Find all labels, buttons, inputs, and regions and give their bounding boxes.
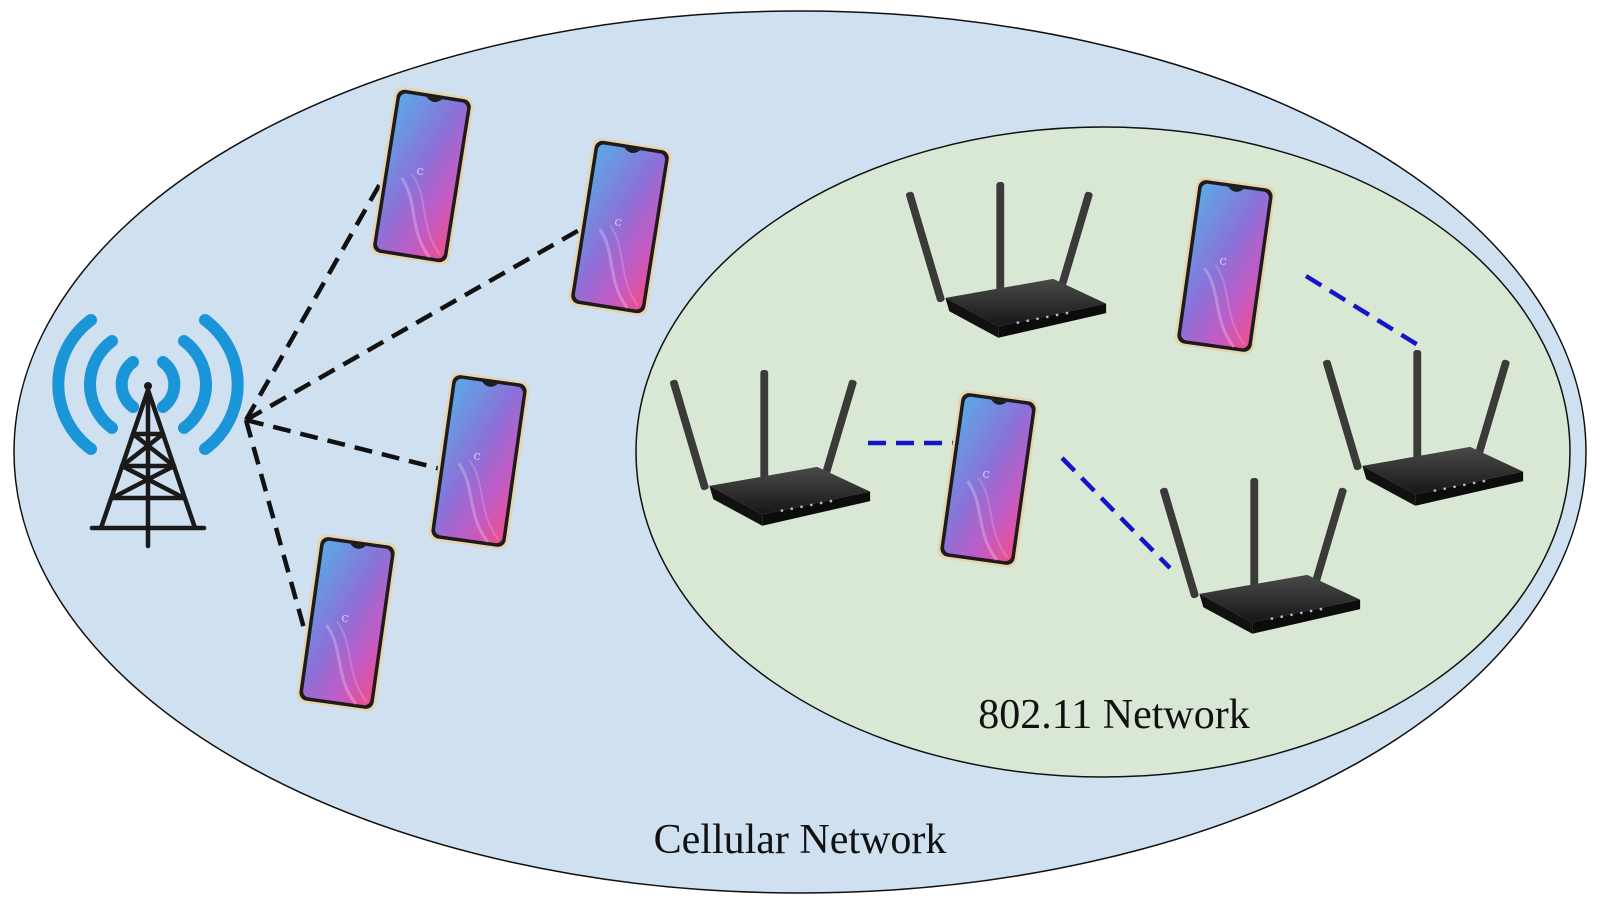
tower-wave-right-outer <box>199 314 244 455</box>
tower-wave-left-outer <box>52 314 97 455</box>
tower-wave-right-mid <box>178 335 212 434</box>
cellular-link-1 <box>244 173 387 422</box>
cellular-link-3 <box>245 417 446 473</box>
tower-wave-right-inner <box>157 356 181 413</box>
tower-wave-left-mid <box>84 335 118 434</box>
cellular-link-2 <box>244 223 590 422</box>
tower-frame <box>98 387 198 531</box>
cellular-links <box>243 173 590 633</box>
wlan-network-label: 802.11 Network <box>978 692 1249 738</box>
cellular-link-4 <box>243 419 308 633</box>
cellular-network-label: Cellular Network <box>654 817 947 863</box>
wlan-network-region <box>635 126 1571 778</box>
cell-tower-icon <box>52 314 244 549</box>
tower-beacon <box>144 382 152 390</box>
tower-wave-left-inner <box>115 356 139 413</box>
wifi-link-2 <box>1060 456 1172 570</box>
wifi-links <box>868 274 1420 570</box>
wifi-link-3 <box>1304 274 1420 347</box>
